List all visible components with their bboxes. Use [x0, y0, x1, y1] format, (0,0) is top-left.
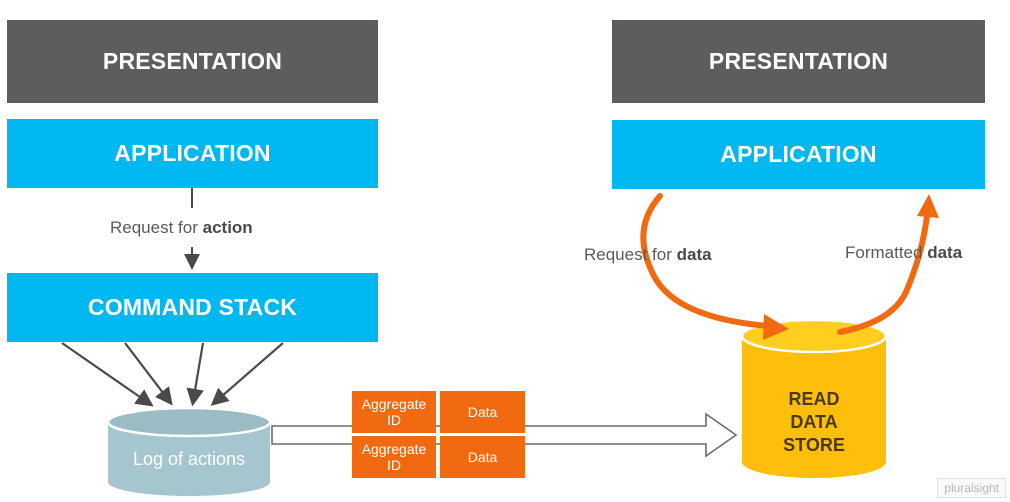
formatted-data-label: Formatted data — [845, 243, 962, 263]
formatted-data-prefix: Formatted — [845, 243, 923, 262]
aggregate-id-cell-2: Aggregate ID — [352, 436, 436, 478]
right-application-layer: APPLICATION — [612, 120, 985, 189]
formatted-data-bold: data — [927, 243, 963, 262]
pluralsight-watermark: pluralsight — [937, 478, 1006, 498]
aggregate-id-cell-1: Aggregate ID — [352, 391, 436, 433]
data-cell-1: Data — [440, 391, 525, 433]
request-action-label: Request for action — [110, 218, 253, 238]
data-cell-2: Data — [440, 436, 525, 478]
request-action-prefix: Request for — [110, 218, 198, 237]
right-presentation-layer: PRESENTATION — [612, 20, 985, 103]
request-data-prefix: Request for — [584, 245, 672, 264]
left-application-layer: APPLICATION — [7, 119, 378, 188]
left-presentation-layer: PRESENTATION — [7, 20, 378, 103]
log-of-actions-label: Log of actions — [132, 449, 246, 469]
request-data-bold: data — [676, 245, 712, 264]
request-data-label: Request for data — [584, 245, 712, 265]
log-cylinder — [106, 406, 272, 496]
command-fanout-arrows — [61, 342, 284, 407]
read-data-store-label: READ DATA STORE — [783, 389, 845, 455]
command-stack-layer: COMMAND STACK — [7, 273, 378, 342]
flow-arrow-outline — [271, 412, 738, 458]
request-data-arrow — [640, 193, 789, 340]
formatted-data-arrow — [837, 194, 939, 335]
request-action-bold: action — [202, 218, 253, 237]
